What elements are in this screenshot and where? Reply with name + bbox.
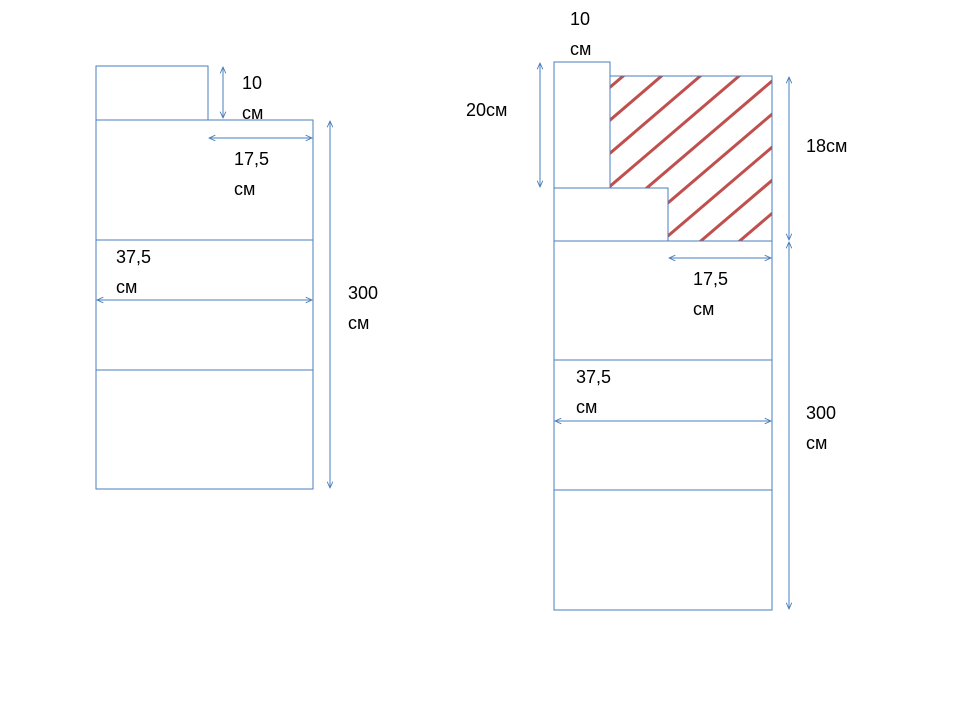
right-step-block <box>553 187 669 242</box>
right-top-block <box>553 61 611 189</box>
right-left-height-label: 20см <box>466 95 507 125</box>
right-width-label: 37,5 см <box>576 362 611 422</box>
unit-text: см <box>806 433 828 453</box>
left-main-rect <box>95 119 314 490</box>
right-step-width-label: 17,5 см <box>693 264 728 324</box>
right-hatched-height-label: 18см <box>806 131 847 161</box>
unit-text: см <box>570 39 592 59</box>
unit-text: см <box>576 397 598 417</box>
left-top-height-label: 10 см <box>242 68 263 128</box>
value-text: 300 <box>348 283 379 303</box>
unit-text: см <box>234 179 256 199</box>
left-step-width-label: 17,5 см <box>234 144 269 204</box>
right-height-label: 300 см <box>806 398 836 458</box>
unit-text: см <box>348 313 370 333</box>
value-text: 18см <box>806 136 848 156</box>
value-text: 37,5 <box>576 367 612 387</box>
value-text: 20см <box>466 100 508 120</box>
value-text: 17,5 <box>234 149 270 169</box>
value-text: 300 <box>806 403 837 423</box>
value-text: 10 <box>242 73 263 93</box>
value-text: 37,5 <box>116 247 152 267</box>
left-figure <box>95 65 330 490</box>
unit-text: см <box>693 299 715 319</box>
hatched-area <box>610 76 772 241</box>
left-top-block <box>95 65 209 121</box>
right-top-width-label: 10 см <box>570 4 591 64</box>
value-text: 10 <box>570 9 591 29</box>
unit-text: см <box>116 277 138 297</box>
right-main-rect <box>553 240 773 611</box>
left-height-label: 300 см <box>348 278 378 338</box>
right-figure <box>540 61 931 611</box>
value-text: 17,5 <box>693 269 729 289</box>
unit-text: см <box>242 103 264 123</box>
left-width-label: 37,5 см <box>116 242 151 302</box>
